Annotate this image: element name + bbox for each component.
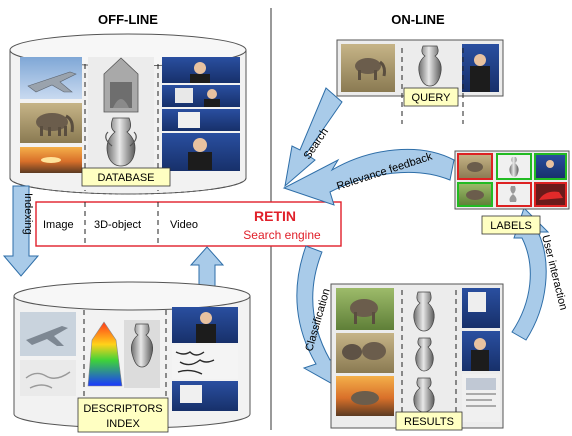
indexing-arrow bbox=[2, 185, 40, 277]
descriptors-video-column bbox=[172, 307, 238, 411]
vase-object bbox=[106, 117, 136, 167]
engine-subtitle: Search engine bbox=[243, 228, 321, 242]
results-image-column bbox=[336, 288, 394, 416]
database-label-box bbox=[81, 167, 171, 187]
database-3d-column bbox=[88, 57, 154, 169]
engine-3d-label: 3D-object bbox=[94, 219, 141, 231]
engine-image-label: Image bbox=[43, 219, 74, 231]
offline-header: OFF-LINE bbox=[98, 12, 158, 27]
engine-name: RETIN bbox=[254, 208, 296, 224]
retin-engine-box bbox=[35, 201, 342, 247]
database-label: DATABASE bbox=[97, 172, 154, 184]
descriptors-label-line2: INDEX bbox=[106, 418, 140, 430]
jet-thumbnail bbox=[20, 57, 82, 99]
labels-label: LABELS bbox=[490, 220, 532, 232]
database-video-column bbox=[162, 57, 240, 171]
descriptors-label-line1: DESCRIPTORS bbox=[83, 403, 162, 415]
query-label-box bbox=[403, 87, 459, 107]
search-arrow bbox=[284, 87, 343, 188]
results-video-column bbox=[462, 288, 500, 422]
relevance-feedback-arrow bbox=[282, 148, 455, 206]
heatmap-object bbox=[87, 321, 123, 387]
results-3d-column bbox=[413, 291, 435, 413]
descriptors-label-box bbox=[77, 397, 169, 433]
indexing-text: Indexing bbox=[22, 193, 34, 235]
database-image-column bbox=[20, 57, 82, 173]
descriptors-3d-column bbox=[86, 320, 160, 388]
descriptors-image-column bbox=[20, 312, 76, 396]
query-label: QUERY bbox=[412, 92, 452, 104]
online-header: ON-LINE bbox=[391, 12, 445, 27]
labels-label-box bbox=[481, 215, 541, 235]
labels-thumbnails bbox=[457, 153, 567, 207]
results-label: RESULTS bbox=[404, 416, 454, 428]
engine-video-label: Video bbox=[170, 219, 198, 231]
query-thumbnails bbox=[341, 44, 499, 92]
results-label-box bbox=[395, 411, 463, 431]
